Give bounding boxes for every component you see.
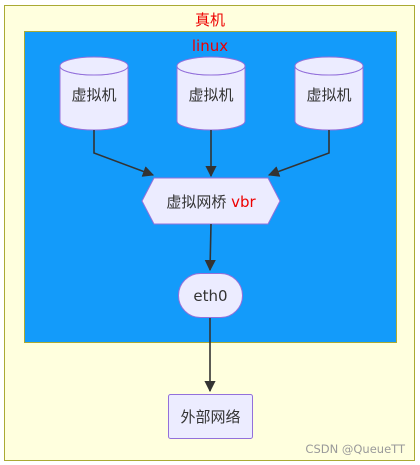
external-network-label: 外部网络: [180, 408, 240, 426]
vm-node-2: 虚拟机: [176, 56, 246, 131]
host-title: 真机: [195, 11, 225, 29]
bridge-node: 虚拟网桥 vbr: [141, 177, 281, 225]
external-network-node: 外部网络: [168, 394, 253, 439]
edge-vm3-to-bridge: [267, 130, 330, 177]
bridge-label-highlight: vbr: [231, 193, 256, 211]
edge-vm1-to-bridge: [93, 130, 155, 177]
linux-title: linux: [192, 37, 228, 55]
vm-label-2: 虚拟机: [188, 86, 233, 104]
edge-bridge-to-eth0: [204, 223, 216, 272]
vm-node-3: 虚拟机: [294, 56, 364, 131]
eth0-node: eth0: [178, 273, 243, 318]
vm-label-1: 虚拟机: [71, 86, 116, 104]
bridge-label-main: 虚拟网桥: [166, 193, 226, 211]
vm-label-3: 虚拟机: [306, 86, 351, 104]
watermark-text: CSDN @QueueTT: [305, 442, 406, 456]
bridge-label: 虚拟网桥 vbr: [166, 193, 256, 211]
eth0-label: eth0: [193, 287, 227, 305]
vm-node-1: 虚拟机: [59, 56, 129, 131]
